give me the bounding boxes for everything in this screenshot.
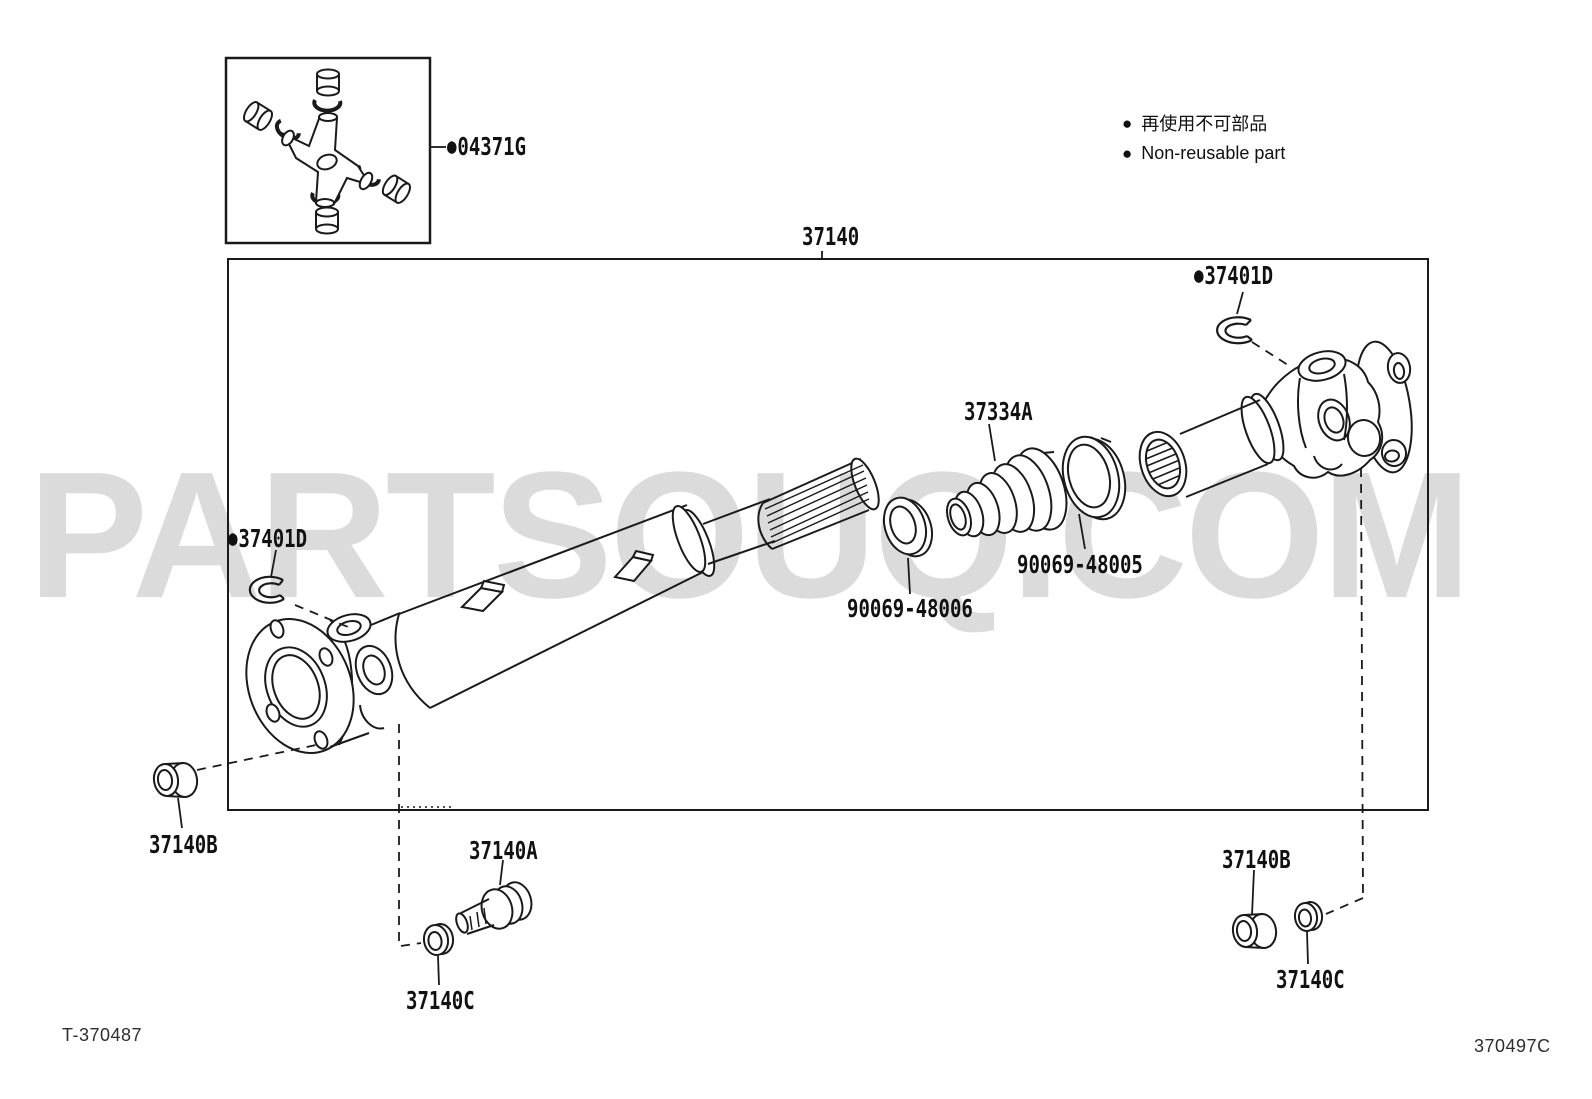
bolt-drawing bbox=[455, 881, 533, 935]
callout-bolt[interactable]: 37140A bbox=[469, 838, 538, 863]
callout-ujoint-kit[interactable]: ● 04371G bbox=[447, 134, 526, 159]
part-number: 37334A bbox=[964, 397, 1033, 426]
callout-snap-ring-left[interactable]: ● 37401D bbox=[228, 526, 307, 551]
callout-washer-center[interactable]: 37140C bbox=[406, 988, 475, 1013]
callout-boot-clamp-front[interactable]: 90069-48005 bbox=[1017, 552, 1143, 577]
figure-code: 370497C bbox=[1474, 1036, 1551, 1056]
legend-text-en: Non-reusable part bbox=[1141, 143, 1286, 163]
part-number: 04371G bbox=[457, 132, 527, 161]
callout-nut-left[interactable]: 37140B bbox=[149, 832, 218, 857]
watermark-text: PARTSOUQ.COM bbox=[28, 435, 1472, 636]
part-number: 37140B bbox=[149, 830, 218, 859]
non-reusable-bullet-icon: ● bbox=[228, 526, 238, 550]
rear-sleeve-yoke-drawing bbox=[1138, 340, 1413, 498]
non-reusable-bullet-icon: ● bbox=[447, 134, 457, 158]
legend-text-jp: 再使用不可部品 bbox=[1141, 114, 1268, 134]
part-number: 37140A bbox=[469, 836, 538, 865]
washer-right-drawing bbox=[1293, 901, 1324, 932]
boot-clamp-rear-drawing bbox=[882, 496, 934, 558]
snap-ring-left-drawing bbox=[248, 575, 285, 604]
callout-washer-right[interactable]: 37140C bbox=[1276, 967, 1345, 992]
part-number: 37401D bbox=[1204, 261, 1274, 290]
main-box bbox=[227, 258, 1429, 811]
drawing-code: T-370487 bbox=[62, 1025, 143, 1045]
callout-boot[interactable]: 37334A bbox=[964, 399, 1033, 424]
washer-center-drawing bbox=[422, 923, 455, 956]
part-number: 37401D bbox=[238, 524, 308, 553]
leader-lines bbox=[177, 146, 1309, 986]
part-number: 90069-48005 bbox=[1017, 550, 1143, 579]
callout-assembly[interactable]: 37140 bbox=[802, 224, 859, 249]
part-number: 90069-48006 bbox=[847, 594, 973, 623]
part-number: 37140C bbox=[1276, 965, 1345, 994]
non-reusable-bullet-icon: ● bbox=[1122, 113, 1133, 133]
nut-left-drawing bbox=[152, 762, 199, 798]
snap-ring-right-drawing bbox=[1216, 316, 1253, 345]
part-number: 37140C bbox=[406, 986, 475, 1015]
legend: ● 再使用不可部品 ● Non-reusable part bbox=[1122, 110, 1285, 164]
propeller-shaft-tube-drawing bbox=[394, 457, 880, 709]
universal-joint-kit-drawing bbox=[243, 68, 411, 235]
front-flange-yoke-drawing bbox=[245, 612, 401, 754]
non-reusable-bullet-icon: ● bbox=[1122, 144, 1133, 163]
assembly-dashed-lines bbox=[196, 341, 1364, 947]
boot-drawing bbox=[946, 447, 1068, 538]
legend-row-en: ● Non-reusable part bbox=[1122, 143, 1285, 164]
non-reusable-bullet-icon: ● bbox=[1194, 263, 1204, 287]
part-number: 37140 bbox=[802, 222, 860, 251]
nut-right-drawing bbox=[1231, 913, 1278, 949]
boot-clamp-front-drawing bbox=[1061, 435, 1127, 521]
callout-boot-clamp-rear[interactable]: 90069-48006 bbox=[847, 596, 973, 621]
callout-nut-right[interactable]: 37140B bbox=[1222, 847, 1291, 872]
callout-snap-ring-right[interactable]: ● 37401D bbox=[1194, 263, 1273, 288]
part-number: 37140B bbox=[1222, 845, 1291, 874]
inset-box bbox=[224, 56, 432, 245]
legend-row-jp: ● 再使用不可部品 bbox=[1122, 110, 1285, 136]
